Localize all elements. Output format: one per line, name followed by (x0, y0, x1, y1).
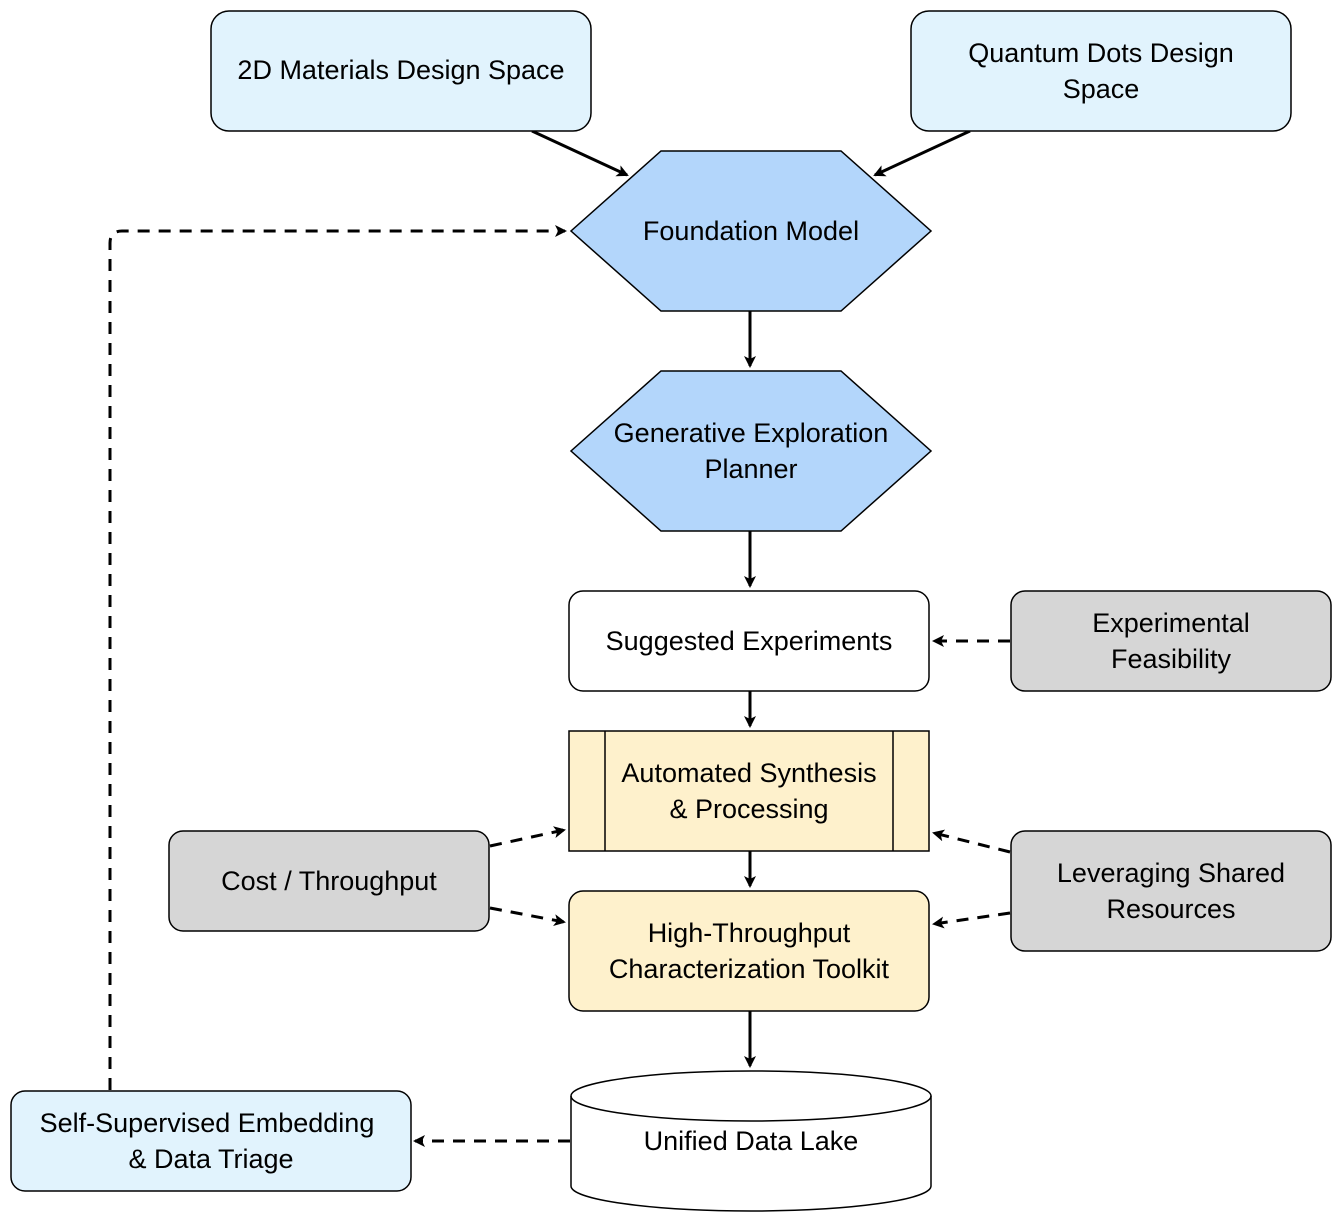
node-label-line-1: Leveraging Shared (1057, 858, 1285, 888)
node-label: Cost / Throughput (221, 866, 437, 896)
node-label-line-2: & Processing (669, 794, 828, 824)
node-shape (569, 150, 933, 312)
node-shape (168, 830, 490, 932)
node-label-line-2: Characterization Toolkit (609, 954, 890, 984)
node-shape (1010, 590, 1332, 692)
node-automated-synthesis[interactable]: Automated Synthesis & Processing (568, 730, 930, 852)
node-label-line-1: Automated Synthesis (621, 758, 876, 788)
edge-quantum-dots-to-foundation (873, 129, 971, 177)
node-experimental-feasibility[interactable]: Experimental Feasibility (1010, 590, 1332, 692)
edge-shared-to-characterization (932, 911, 1011, 929)
node-shape (210, 10, 592, 132)
node-label-line-1: Self-Supervised Embedding (40, 1108, 375, 1138)
node-label: Unified Data Lake (644, 1126, 859, 1156)
node-label-line-2: & Data Triage (128, 1144, 293, 1174)
node-leveraging-shared-resources[interactable]: Leveraging Shared Resources (1010, 830, 1332, 952)
node-label-line-1: Experimental (1092, 608, 1250, 638)
node-label-line-1: Generative Exploration (614, 418, 889, 448)
node-label: 2D Materials Design Space (237, 55, 564, 85)
node-shape (10, 1090, 412, 1192)
node-label-line-2: Planner (704, 454, 797, 484)
edge-cost-to-characterization (489, 906, 566, 927)
node-label: Foundation Model (643, 216, 859, 246)
node-shape (568, 890, 930, 1012)
node-label-line-2: Space (1063, 74, 1140, 104)
node-self-supervised-embedding[interactable]: Self-Supervised Embedding & Data Triage (10, 1090, 412, 1192)
node-label-line-2: Feasibility (1111, 644, 1232, 674)
cylinder-top-rim (570, 1095, 932, 1122)
node-shape (568, 590, 930, 692)
node-shape (910, 10, 1292, 132)
edge-embedding-to-foundation (108, 225, 567, 1090)
node-generative-exploration-planner[interactable]: Generative Exploration Planner (569, 370, 933, 532)
node-label-line-2: Resources (1106, 894, 1235, 924)
node-unified-data-lake[interactable]: Unified Data Lake (570, 1070, 932, 1212)
node-shape (1010, 830, 1332, 952)
edge-cost-to-synthesis (489, 826, 566, 848)
node-foundation-model[interactable]: Foundation Model (569, 150, 933, 312)
edge-shared-to-synthesis (932, 829, 1011, 854)
node-characterization-toolkit[interactable]: High-Throughput Characterization Toolkit (568, 890, 930, 1012)
node-shape (569, 370, 933, 532)
node-label: Suggested Experiments (606, 626, 893, 656)
node-label-line-1: Quantum Dots Design (968, 38, 1234, 68)
node-shape (570, 1070, 932, 1212)
node-label-line-1: High-Throughput (648, 918, 851, 948)
node-cost-throughput[interactable]: Cost / Throughput (168, 830, 490, 932)
node-suggested-experiments[interactable]: Suggested Experiments (568, 590, 930, 692)
node-2d-materials-design-space[interactable]: 2D Materials Design Space (210, 10, 592, 132)
node-shape (568, 730, 930, 852)
node-quantum-dots-design-space[interactable]: Quantum Dots Design Space (910, 10, 1292, 132)
edges (108, 129, 1011, 1147)
edge-2d-materials-to-foundation (531, 129, 629, 177)
